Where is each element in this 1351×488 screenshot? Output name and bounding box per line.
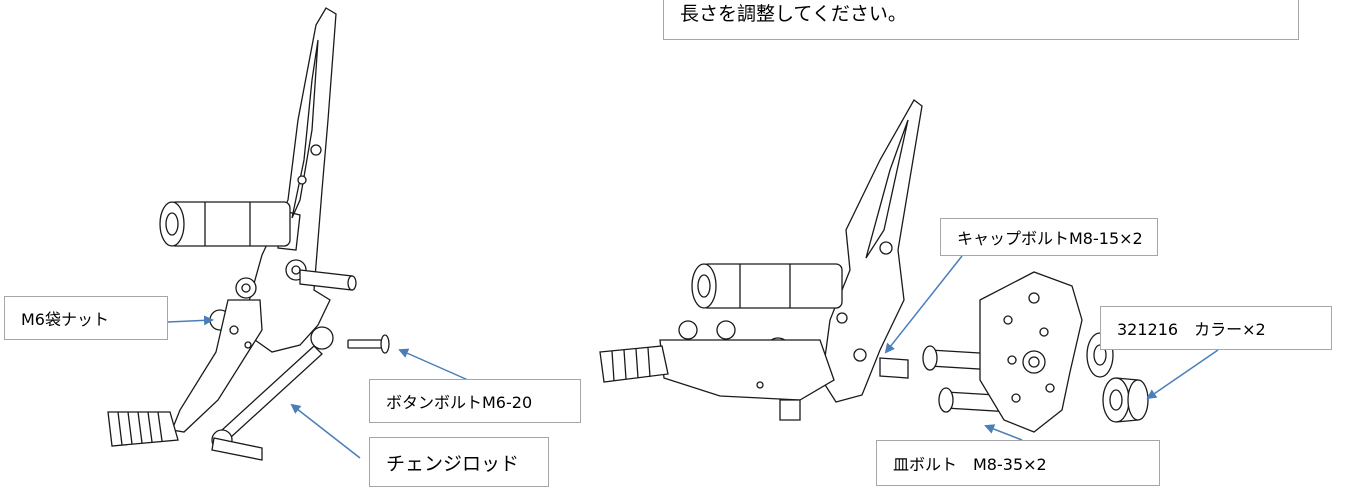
- left-shift-pedal: [107, 411, 179, 447]
- arrow-collar: [1146, 349, 1219, 400]
- right-shift-lever: [659, 339, 835, 401]
- label-cap-bolt: キャップボルトM8-15×2: [940, 218, 1158, 256]
- label-change-rod-text: チェンジロッド: [386, 452, 520, 475]
- instruction-note-text: 長さを調整してください。: [680, 3, 907, 25]
- label-button-bolt: ボタンボルトM6-20: [369, 379, 581, 423]
- right-footpeg-assembly: [599, 99, 1149, 433]
- label-m6-nut: M6袋ナット: [4, 296, 168, 340]
- left-footpeg-assembly: [107, 7, 390, 461]
- label-collar-text: 321216 カラー×2: [1117, 320, 1266, 339]
- left-heel-plate: [247, 7, 337, 353]
- label-cap-bolt-text: キャップボルトM8-15×2: [957, 229, 1143, 248]
- arrow-button-bolt: [398, 348, 469, 381]
- arrow-plate-bolt: [984, 424, 1023, 441]
- left-button-bolt: [347, 334, 390, 354]
- label-m6-nut-text: M6袋ナット: [21, 310, 109, 329]
- right-heel-plate: [821, 99, 923, 403]
- right-footpeg: [691, 263, 843, 309]
- arrow-cap-bolt: [884, 255, 963, 354]
- arrow-change-rod: [290, 403, 361, 459]
- left-footpeg: [159, 201, 291, 247]
- label-plate-bolt-text: 皿ボルト M8-35×2: [893, 455, 1047, 474]
- mounting-plate: [979, 271, 1083, 433]
- label-button-bolt-text: ボタンボルトM6-20: [386, 393, 533, 412]
- callout-arrows: [167, 255, 1219, 459]
- label-collar: 321216 カラー×2: [1100, 306, 1332, 350]
- arrow-nut: [167, 315, 214, 326]
- instruction-note: 長さを調整してください。: [663, 0, 1299, 40]
- left-shift-lever: [171, 299, 263, 433]
- label-plate-bolt: 皿ボルト M8-35×2: [876, 440, 1160, 486]
- label-change-rod: チェンジロッド: [369, 437, 549, 487]
- right-shift-pedal: [599, 345, 669, 383]
